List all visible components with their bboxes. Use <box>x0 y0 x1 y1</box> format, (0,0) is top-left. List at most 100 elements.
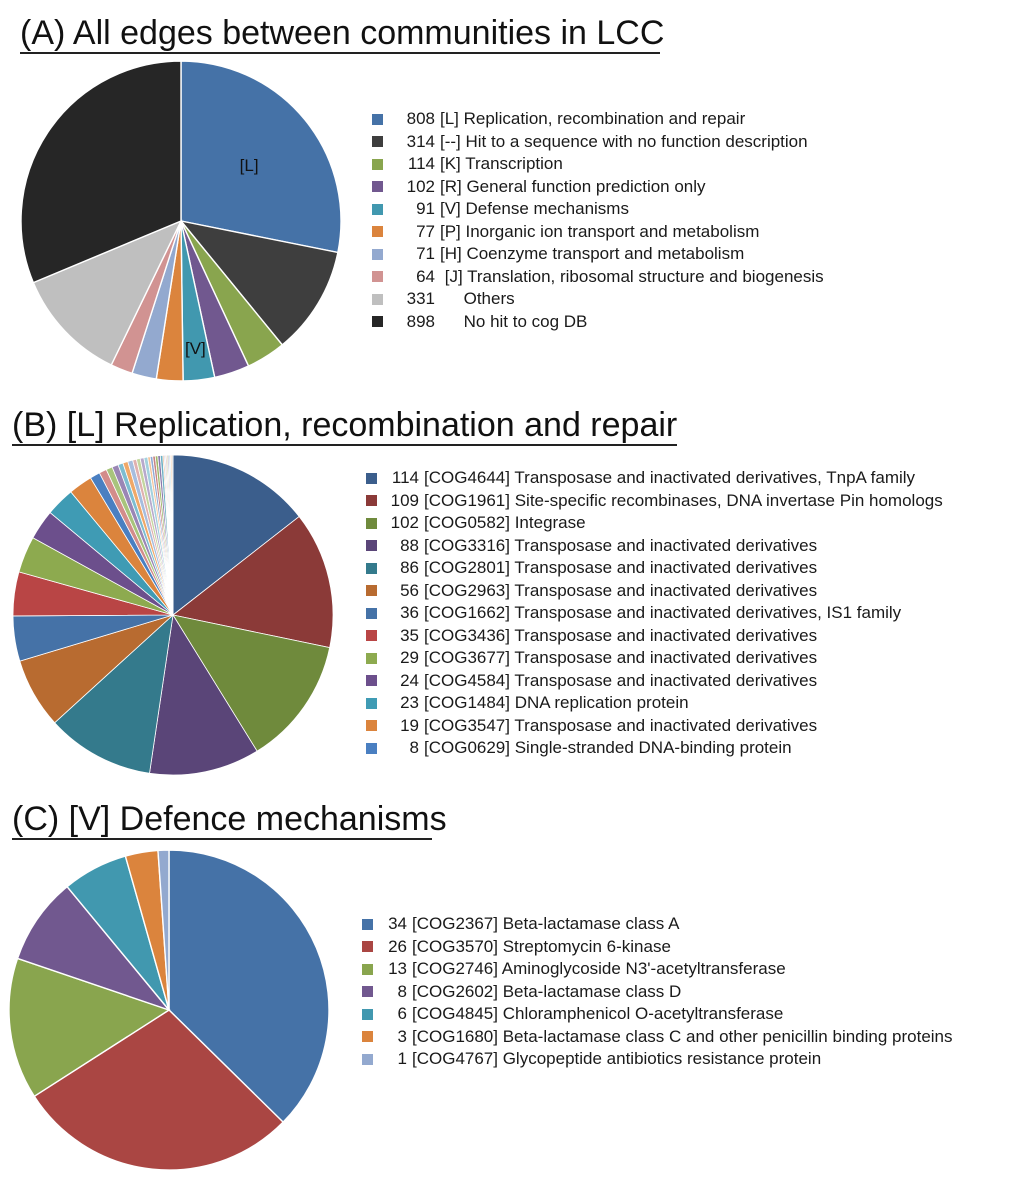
panel-b-legend-swatch <box>366 562 377 574</box>
panel-a-legend-label: Others <box>440 289 515 309</box>
panel-a-legend-item: 77[P] Inorganic ion transport and metabo… <box>372 221 824 244</box>
panel-a-legend-item: 331 Others <box>372 288 824 311</box>
panel-a-legend-swatch <box>372 248 383 260</box>
panel-b-legend-count: 23 <box>400 693 419 713</box>
panel-c-legend-item: 26[COG3570] Streptomycin 6-kinase <box>362 936 953 959</box>
panel-b-legend-swatch <box>366 652 377 664</box>
panel-b-legend-count: 8 <box>409 738 419 758</box>
panel-a-legend-label: [H] Coenzyme transport and metabolism <box>440 244 745 264</box>
panel-b-slice-1 <box>172 454 300 616</box>
panel-b-legend-item: 29[COG3677] Transposase and inactivated … <box>366 647 943 670</box>
panel-b-legend-label: [COG0582] Integrase <box>424 513 586 533</box>
panel-a-slice-10 <box>20 60 182 284</box>
panel-b-slice-3 <box>172 614 331 752</box>
panel-a-title: (A) All edges between communities in LCC <box>20 14 665 52</box>
panel-b-slice-5 <box>54 613 174 774</box>
panel-a-legend-swatch <box>372 203 383 215</box>
panel-a-legend-count: 898 <box>406 311 435 331</box>
panel-a-legend-count: 314 <box>406 131 435 151</box>
panel-b-title-rule <box>12 444 677 446</box>
panel-c-legend-label: [COG2367] Beta-lactamase class A <box>412 914 680 934</box>
panel-a-legend-count: 71 <box>416 244 435 264</box>
panel-b-legend-count: 88 <box>400 535 419 555</box>
panel-c-legend-label: [COG2602] Beta-lactamase class D <box>412 981 682 1001</box>
panel-a-legend-swatch <box>372 316 383 328</box>
panel-b-legend-label: [COG3547] Transposase and inactivated de… <box>424 715 818 735</box>
panel-c-slice-7 <box>157 849 170 1011</box>
panel-b-slice-2 <box>172 515 334 649</box>
panel-a-slice-1 <box>180 60 342 254</box>
panel-b-legend-item: 35[COG3436] Transposase and inactivated … <box>366 625 943 648</box>
panel-b-legend-item: 23[COG1484] DNA replication protein <box>366 692 943 715</box>
panel-c-legend-count: 6 <box>397 1004 407 1024</box>
panel-b-legend-count: 109 <box>390 490 419 510</box>
panel-b-legend-item: 24[COG4584] Transposase and inactivated … <box>366 670 943 693</box>
panel-b-legend-item: 86[COG2801] Transposase and inactivated … <box>366 557 943 580</box>
panel-b-slice-4 <box>149 613 258 776</box>
panel-c-legend-swatch <box>362 963 373 975</box>
panel-b-legend-count: 35 <box>400 625 419 645</box>
panel-b-legend-label: [COG3436] Transposase and inactivated de… <box>424 625 818 645</box>
panel-b-legend-count: 56 <box>400 580 419 600</box>
panel-c-legend-count: 1 <box>397 1049 407 1069</box>
panel-a-slice-label: [V] <box>185 339 206 358</box>
panel-b-legend-count: 24 <box>400 670 419 690</box>
panel-a-legend-item: 898 No hit to cog DB <box>372 311 824 334</box>
panel-b-legend-count: 102 <box>390 513 419 533</box>
panel-a-title-rule <box>20 52 660 54</box>
panel-c-slice-2 <box>33 1009 285 1171</box>
panel-c-slice-1 <box>168 849 330 1124</box>
panel-c-legend-count: 3 <box>397 1026 407 1046</box>
panel-c-legend-item: 13[COG2746] Aminoglycoside N3'-acetyltra… <box>362 958 953 981</box>
panel-c-title-rule <box>12 838 432 840</box>
panel-b-legend-swatch <box>366 630 377 642</box>
panel-a-slice-2 <box>179 219 339 346</box>
panel-b-legend-swatch <box>366 472 377 484</box>
panel-a-slice-label: [L] <box>240 156 259 175</box>
panel-a-legend-label: [--] Hit to a sequence with no function … <box>440 131 808 151</box>
panel-a-legend-swatch <box>372 226 383 238</box>
panel-a-legend-swatch <box>372 136 383 148</box>
panel-b-legend-swatch <box>366 720 377 732</box>
panel-b-pie-chart <box>12 454 334 776</box>
panel-c-legend-swatch <box>362 1053 373 1065</box>
panel-a-legend-item: 64 [J] Translation, ribosomal structure … <box>372 266 824 289</box>
panel-b-legend-item: 102[COG0582] Integrase <box>366 512 943 535</box>
panel-a-legend-count: 102 <box>406 176 435 196</box>
panel-b-legend-swatch <box>366 697 377 709</box>
panel-c-legend-label: [COG4845] Chloramphenicol O-acetyltransf… <box>412 1004 784 1024</box>
panel-b-legend-swatch <box>366 742 377 754</box>
panel-c-legend-swatch <box>362 1031 373 1043</box>
panel-c-legend-item: 34[COG2367] Beta-lactamase class A <box>362 913 953 936</box>
panel-b-legend-label: [COG2963] Transposase and inactivated de… <box>424 580 818 600</box>
panel-b-legend-swatch <box>366 517 377 529</box>
panel-b-legend-label: [COG1961] Site-specific recombinases, DN… <box>424 490 943 510</box>
panel-a-legend-item: 114[K] Transcription <box>372 153 824 176</box>
panel-a-legend-count: 331 <box>406 289 435 309</box>
panel-c-legend-count: 8 <box>397 981 407 1001</box>
panel-a-legend-label: [L] Replication, recombination and repai… <box>440 109 746 129</box>
panel-a-legend-item: 808[L] Replication, recombination and re… <box>372 108 824 131</box>
panel-c-slice-4 <box>16 885 172 1012</box>
panel-a-legend-swatch <box>372 181 383 193</box>
panel-a-legend-swatch <box>372 293 383 305</box>
panel-a-legend-count: 114 <box>407 154 435 174</box>
panel-a-legend-item: 71[H] Coenzyme transport and metabolism <box>372 243 824 266</box>
panel-c-legend-label: [COG2746] Aminoglycoside N3'-acetyltrans… <box>412 959 786 979</box>
panel-b-legend-label: [COG1662] Transposase and inactivated de… <box>424 603 902 623</box>
panel-c-legend-count: 26 <box>388 936 407 956</box>
panel-a-legend-swatch <box>372 113 383 125</box>
panel-a-legend-label: [P] Inorganic ion transport and metaboli… <box>440 221 760 241</box>
panel-b-legend-swatch <box>366 495 377 507</box>
panel-b-legend-item: 19[COG3547] Transposase and inactivated … <box>366 715 943 738</box>
panel-b-legend-count: 114 <box>391 468 419 488</box>
panel-b-legend-item: 114[COG4644] Transposase and inactivated… <box>366 467 943 490</box>
panel-b-legend-label: [COG4584] Transposase and inactivated de… <box>424 670 818 690</box>
panel-a-legend-count: 64 <box>416 266 435 286</box>
panel-b-legend-label: [COG3677] Transposase and inactivated de… <box>424 648 818 668</box>
panel-c-legend-count: 13 <box>388 959 407 979</box>
panel-a-legend-label: [K] Transcription <box>440 154 563 174</box>
panel-b-legend-label: [COG2801] Transposase and inactivated de… <box>424 558 818 578</box>
panel-c-legend-label: [COG4767] Glycopeptide antibiotics resis… <box>412 1049 822 1069</box>
